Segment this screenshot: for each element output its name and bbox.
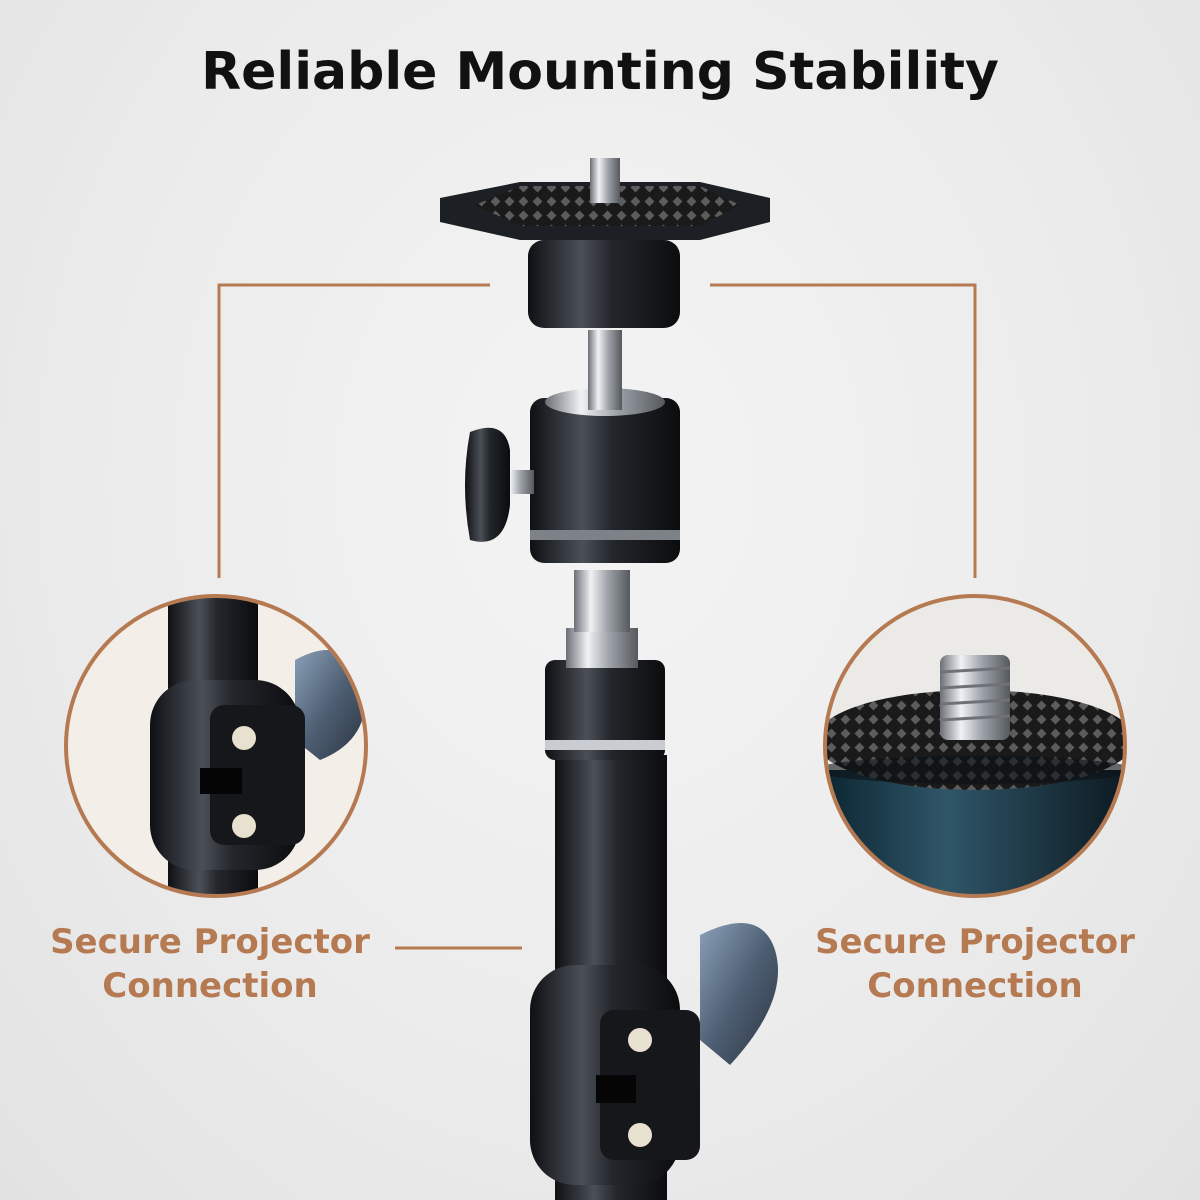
page-title: Reliable Mounting Stability [201,42,999,102]
callout-right-line1: Secure Projector [815,922,1135,962]
callout-right-line2: Connection [867,966,1083,1006]
callout-left-line2: Connection [102,966,318,1006]
callout-label-right: Secure Projector Connection [790,920,1160,1008]
ball-head [530,330,680,563]
callout-left-line1: Secure Projector [50,922,370,962]
pole-clamp [530,923,778,1185]
screw-detail-circle [823,594,1127,898]
callout-lines [217,283,977,950]
mounting-plate [440,158,770,328]
locking-knob [465,427,534,542]
clamp-detail-circle [64,594,368,898]
callout-label-left: Secure Projector Connection [25,920,395,1008]
